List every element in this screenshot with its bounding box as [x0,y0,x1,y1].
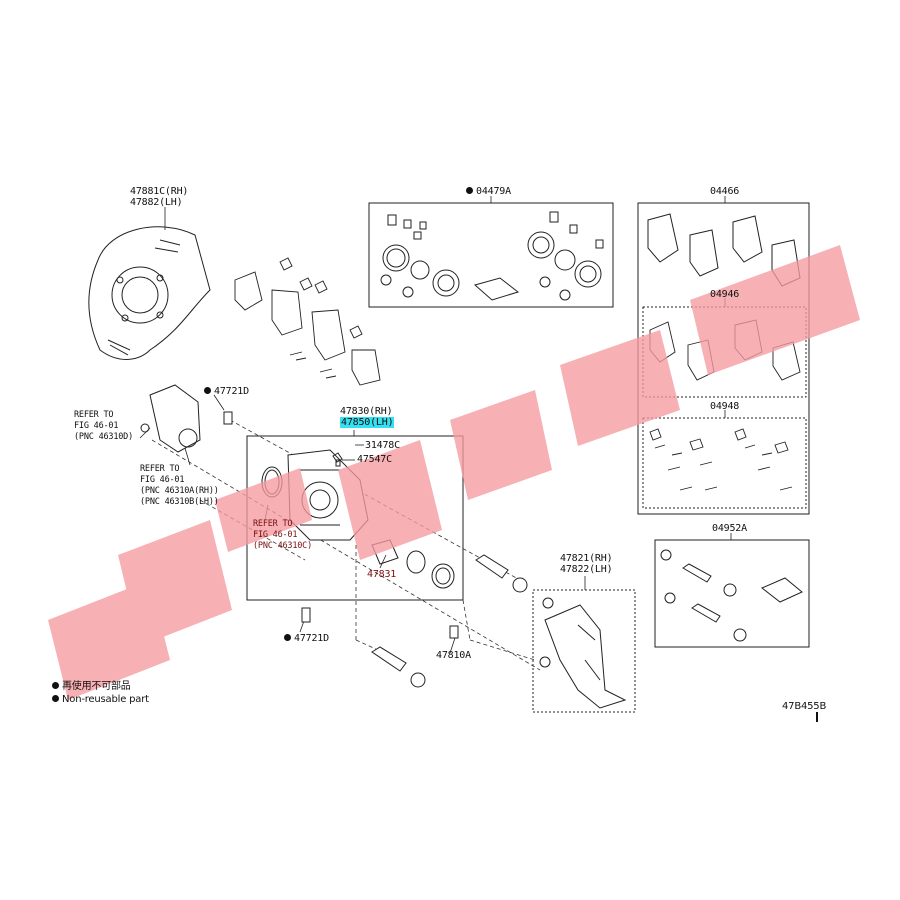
non-reusable-dot-icon [284,634,291,641]
seal-kit-04479A [380,211,604,301]
ref-note-1-line2: FIG 46-01 [74,421,119,431]
loose-pad-kit [234,257,381,386]
legend-english: Non-reusable part [52,694,149,705]
label-47721D-top[interactable]: 47721D [204,386,249,397]
box-04948 [642,417,807,509]
ref-note-1-line1: REFER TO [74,410,114,420]
legend-english-text: Non-reusable part [62,694,149,705]
label-04466[interactable]: 04466 [710,186,740,197]
label-47721D-bottom-text: 47721D [294,633,329,644]
ref-note-2-line1: REFER TO [140,464,180,474]
legend-japanese-text: 再使用不可部品 [62,681,131,692]
parking-actuator [140,384,201,453]
box-04952A [654,539,810,648]
label-04479A-text: 04479A [476,186,511,197]
ref-note-3-line1: REFER TO [253,519,293,529]
ref-note-2-line2: FIG 46-01 [140,475,185,485]
dust-shield [88,226,211,360]
bolts [223,411,528,688]
label-47830[interactable]: 47830(RH) [340,406,393,417]
box-04479A [368,202,614,308]
label-47810A[interactable]: 47810A [436,650,471,661]
figcode-marker [816,712,818,722]
ref-note-3-line3[interactable]: (PNC 46310C) [253,541,313,551]
clips-04948 [649,428,793,491]
label-47547C[interactable]: 47547C [357,454,392,465]
label-31478C[interactable]: 31478C [365,440,400,451]
label-47721D-bottom[interactable]: 47721D [284,633,329,644]
watermark-logo [48,245,860,700]
label-47882[interactable]: 47882(LH) [130,197,183,208]
label-47850-highlighted[interactable]: 47850(LH) [340,417,395,428]
label-04946[interactable]: 04946 [710,289,740,300]
pads-04466 [647,213,801,287]
non-reusable-dot-icon [52,682,59,689]
label-47821[interactable]: 47821(RH) [560,553,613,564]
label-47831[interactable]: 47831 [367,569,397,580]
label-47881C[interactable]: 47881C(RH) [130,186,189,197]
label-04952A[interactable]: 04952A [712,523,747,534]
caliper-mount [539,597,627,709]
legend-japanese: 再使用不可部品 [52,681,131,692]
ref-note-3-line2: FIG 46-01 [253,530,298,540]
label-04479A[interactable]: 04479A [466,186,511,197]
ref-note-2-line3[interactable]: (PNC 46310A(RH)) [140,486,219,496]
ref-note-1-line3[interactable]: (PNC 46310D) [74,432,134,442]
non-reusable-dot-icon [52,695,59,702]
pins-04952A [660,549,803,642]
ref-note-2-line4[interactable]: (PNC 46310B(LH)) [140,497,219,507]
label-47721D-top-text: 47721D [214,386,249,397]
non-reusable-dot-icon [204,387,211,394]
label-47822[interactable]: 47822(LH) [560,564,613,575]
label-04948[interactable]: 04948 [710,401,740,412]
figure-code: 47B455B [782,701,827,712]
non-reusable-dot-icon [466,187,473,194]
